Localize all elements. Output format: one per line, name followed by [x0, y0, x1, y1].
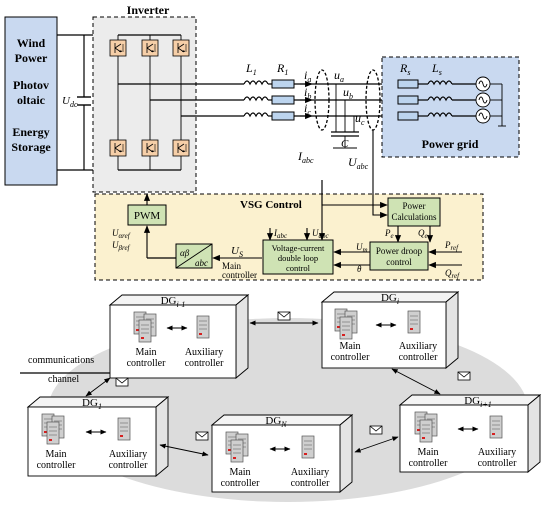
main-controller-2: controller [37, 460, 77, 471]
main-controller-2: controller [127, 358, 167, 369]
aux-controller-2: controller [185, 358, 225, 369]
igbt-2 [141, 39, 159, 57]
aux-controller-2: controller [109, 460, 149, 471]
label-ua: ua [334, 68, 344, 84]
label-ib: ib [304, 85, 311, 101]
abc-label: abc [195, 258, 208, 268]
aux-controller-2: controller [478, 458, 518, 469]
label-uc: uc [355, 111, 365, 127]
main-controller-line-1: Main [222, 261, 241, 271]
power-calculations-block [387, 197, 441, 227]
droop-label-1: Power droop [376, 246, 423, 256]
aux-server-icon [489, 415, 503, 439]
dg-i-label: DGi [381, 292, 399, 306]
sine-source-b-icon [475, 92, 491, 108]
loop-label-2: double loop [278, 253, 318, 263]
label-pref: Pref [444, 240, 459, 252]
source-line-1: Wind [17, 36, 46, 50]
label-r1: R1 [276, 61, 288, 77]
aux-controller-2: controller [291, 478, 331, 489]
aux-controller-1: Auxiliary [291, 467, 329, 478]
dg-next-label: DGi+1 [464, 395, 492, 409]
label-iabc-in: Iabc [273, 228, 288, 240]
dg-n-label: DGN [265, 415, 287, 429]
igbt-4 [109, 139, 127, 157]
sine-source-a-icon [475, 76, 491, 92]
calc-label-1: Power [403, 201, 426, 211]
dg-1-label: DG1 [82, 397, 102, 411]
main-controller-2: controller [331, 352, 371, 363]
udc-label: Udc [62, 95, 78, 109]
label-ualpharef: Uαref [112, 228, 131, 240]
message-envelope-icon [277, 311, 291, 321]
alphabeta-label: αβ [180, 248, 190, 258]
label-qref: Qref [445, 268, 460, 280]
main-controller-1: Main [135, 347, 156, 358]
calc-label-2: Calculations [392, 212, 437, 222]
main-controller-1: Main [417, 447, 438, 458]
main-controller-1: Main [229, 467, 250, 478]
label-l1: L1 [245, 61, 257, 77]
label-ub: ub [343, 85, 353, 101]
aux-server-icon [196, 315, 210, 339]
sine-source-c-icon [475, 108, 491, 124]
power-droop-block [369, 241, 429, 271]
main-controller-1: Main [339, 341, 360, 352]
label-pe: Pe [384, 228, 394, 240]
aux-server-icon [301, 435, 315, 459]
dg-prev-label: DGi-1 [161, 295, 186, 309]
message-envelope-icon [369, 425, 383, 435]
label-rs: Rs [399, 61, 410, 77]
inverter-title: Inverter [127, 3, 170, 17]
label-theta: θ [357, 264, 362, 274]
dg-prev-box [108, 294, 250, 379]
aux-controller-1: Auxiliary [185, 347, 223, 358]
label-ic: ic [304, 101, 311, 117]
aux-server-icon [407, 310, 421, 334]
label-iabc: Iabc [297, 149, 314, 165]
label-um: Um [356, 242, 368, 254]
comm-channel-line-2: channel [48, 374, 79, 385]
igbt-6 [172, 139, 190, 157]
source-line-5: Energy [12, 125, 49, 139]
aux-server-icon [117, 417, 131, 441]
label-c: C [341, 138, 349, 150]
droop-label-2: control [386, 257, 412, 267]
label-uabc: Uabc [348, 155, 369, 171]
main-controller-2: controller [221, 478, 261, 489]
aux-controller-1: Auxiliary [399, 341, 437, 352]
message-envelope-icon [457, 371, 471, 381]
message-envelope-icon [195, 431, 209, 441]
loop-label-1: Voltage-current [272, 243, 325, 253]
source-line-6: Storage [11, 140, 51, 154]
aux-controller-1: Auxiliary [478, 447, 516, 458]
igbt-1 [109, 39, 127, 57]
comm-channel-line-1: communications [28, 355, 94, 366]
label-qe: Qe [418, 228, 428, 240]
current-sensor [314, 69, 330, 131]
pwm-label: PWM [134, 210, 161, 222]
loop-label-3: control [286, 263, 311, 273]
message-envelope-icon [115, 377, 129, 387]
voltage-current-loop-block [262, 239, 334, 275]
main-controller-2: controller [409, 458, 449, 469]
main-controller-line-2: controller [222, 270, 257, 280]
label-ia: ia [304, 68, 311, 84]
aux-controller-1: Auxiliary [109, 449, 147, 460]
igbt-5 [141, 139, 159, 157]
power-grid-label: Power grid [422, 137, 479, 151]
source-line-3: Photov [13, 78, 49, 92]
source-box [4, 16, 58, 186]
vsg-control-title: VSG Control [240, 199, 302, 211]
power-grid-box [381, 56, 520, 158]
label-ubetaref: Uβref [112, 240, 131, 252]
source-line-4: oltaic [17, 93, 46, 107]
igbt-3 [172, 39, 190, 57]
label-ls: Ls [431, 61, 442, 77]
source-line-2: Power [15, 51, 48, 65]
aux-controller-2: controller [399, 352, 439, 363]
label-us: US [231, 245, 243, 259]
main-controller-1: Main [45, 449, 66, 460]
